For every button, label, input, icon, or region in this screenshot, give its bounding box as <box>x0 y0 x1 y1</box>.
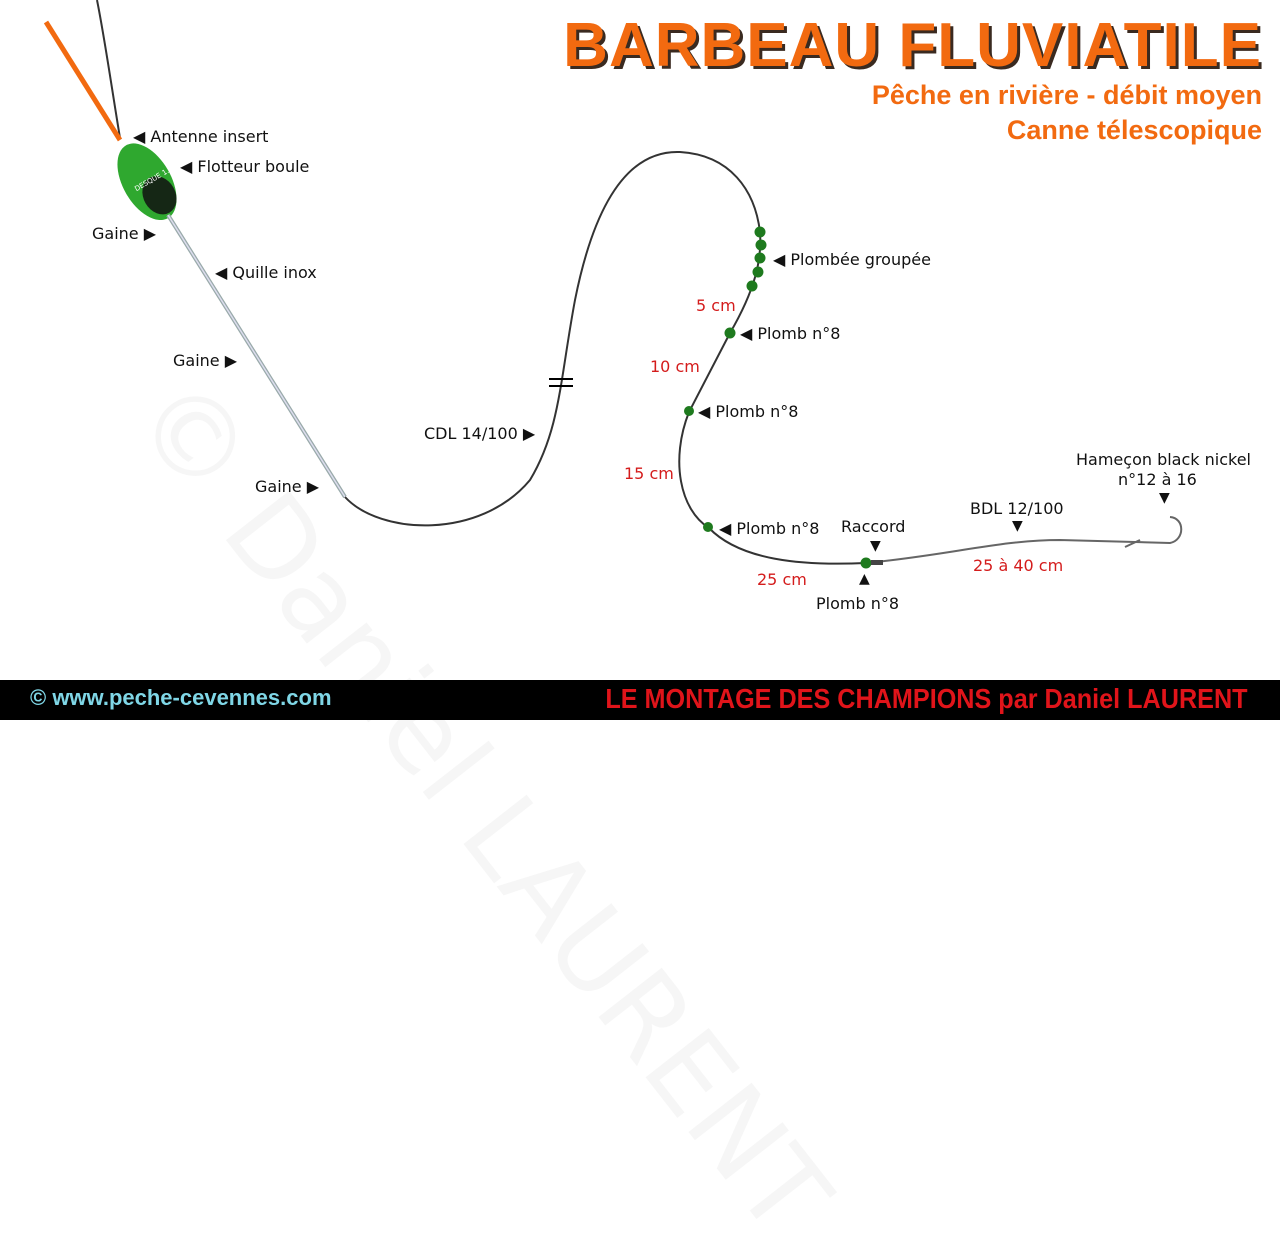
distance-label: 5 cm <box>696 296 736 315</box>
label-plomb: ◀ Plomb n°8 <box>719 519 820 538</box>
footer-site: © www.peche-cevennes.com <box>30 685 332 710</box>
float-body: DESQUE 1.5 <box>117 143 177 221</box>
label-gaine: Gaine ▶ <box>173 351 238 370</box>
label-gaine: Gaine ▶ <box>255 477 320 496</box>
connector <box>871 560 883 565</box>
page-title: BARBEAU FLUVIATILE <box>563 11 1262 80</box>
label-bdl: BDL 12/100 <box>970 499 1064 518</box>
label-hamecon-size: n°12 à 16 <box>1118 470 1197 489</box>
antenna <box>43 20 123 142</box>
footer-slogan: LE MONTAGE DES CHAMPIONS par Daniel LAUR… <box>605 683 1248 714</box>
distance-label: 10 cm <box>650 357 700 376</box>
label-plomb: Plomb n°8 <box>816 594 900 613</box>
distance-label: 25 cm <box>757 570 807 589</box>
distance-label: 25 à 40 cm <box>973 556 1064 575</box>
arrow-up-icon: ▲ <box>859 571 870 587</box>
label-cdl: CDL 14/100 ▶ <box>424 424 536 443</box>
label-raccord: Raccord <box>841 517 906 536</box>
subtitle: Canne télescopique <box>1006 115 1262 145</box>
label-antenne: ◀ Antenne insert <box>133 127 269 146</box>
distance-label: 15 cm <box>624 464 674 483</box>
shot-n8 <box>684 327 872 569</box>
arrow-down-icon: ▼ <box>1159 490 1170 506</box>
rig-diagram: DESQUE 1.5 <box>43 0 1183 569</box>
label-flotteur: ◀ Flotteur boule <box>180 157 310 176</box>
grouped-shot <box>746 226 767 292</box>
footer: © www.peche-cevennes.com LE MONTAGE DES … <box>0 680 1280 720</box>
main-line-cdl <box>344 150 761 527</box>
label-gaine: Gaine ▶ <box>92 224 157 243</box>
lower-line <box>678 231 867 565</box>
subtitle: Pêche en rivière - débit moyen <box>871 80 1262 110</box>
label-plombee: ◀ Plombée groupée <box>773 250 931 269</box>
bdl-line <box>865 516 1183 564</box>
arrow-down-icon: ▼ <box>870 538 881 554</box>
label-quille: ◀ Quille inox <box>215 263 317 282</box>
label-hamecon: Hameçon black nickel <box>1076 450 1251 469</box>
label-plomb: ◀ Plomb n°8 <box>740 324 841 343</box>
main-line <box>96 0 121 139</box>
label-plomb: ◀ Plomb n°8 <box>698 402 799 421</box>
arrow-down-icon: ▼ <box>1012 518 1023 534</box>
